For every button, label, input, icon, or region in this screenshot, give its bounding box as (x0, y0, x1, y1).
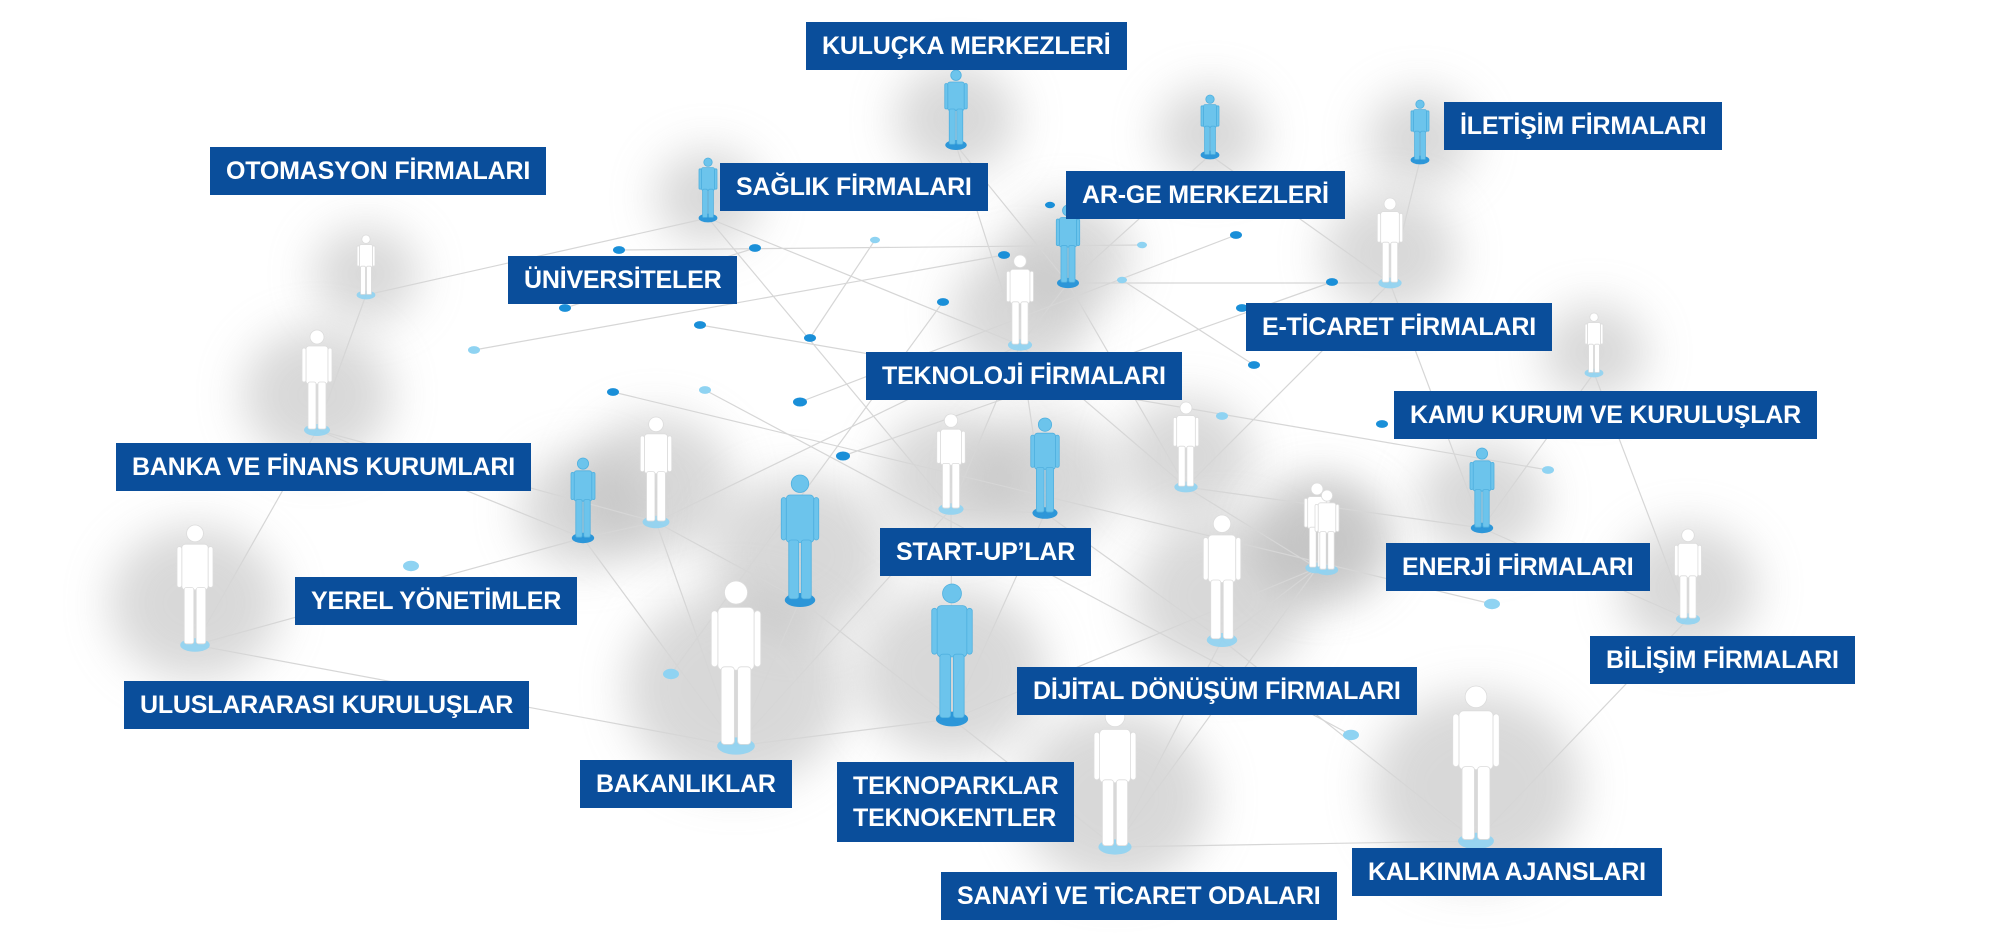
label-text-line-1: TEKNOPARKLAR (853, 772, 1059, 800)
network-node-dot (403, 560, 419, 572)
label-text: KAMU KURUM VE KURULUŞLAR (1410, 401, 1802, 429)
network-node-dot (1343, 729, 1359, 741)
label-text: TEKNOLOJİ FİRMALARI (882, 362, 1166, 390)
label-text: BAKANLIKLAR (596, 770, 776, 798)
label-dijital-donusum: DİJİTAL DÖNÜŞÜM FİRMALARI (1017, 667, 1417, 715)
network-node-dot (804, 334, 816, 342)
person-icon (1172, 401, 1200, 493)
label-text: KALKINMA AJANSLARI (1368, 858, 1646, 886)
network-node-dot (749, 244, 761, 252)
network-node-dot (1216, 412, 1228, 420)
label-eticaret-firmalari: E-TİCARET FİRMALARI (1246, 303, 1552, 351)
label-yerel-yonetimler: YEREL YÖNETİMLER (295, 577, 578, 625)
person-icon (936, 413, 966, 515)
network-node-dot (699, 386, 711, 394)
label-kalkinma-ajanslari: KALKINMA AJANSLARI (1352, 848, 1662, 896)
network-node-dot (998, 251, 1010, 259)
network-node-dot (793, 397, 807, 407)
person-icon (1030, 417, 1060, 519)
person-icon (931, 583, 973, 727)
network-node-dot (1117, 276, 1127, 284)
network-node-dot (937, 298, 949, 306)
label-kulucka-merkezleri: KULUÇKA MERKEZLERİ (806, 22, 1127, 70)
network-node-dot (1248, 361, 1260, 369)
person-icon (1674, 528, 1702, 625)
person-icon (356, 234, 376, 300)
network-node-dot (559, 304, 571, 312)
network-node-dot (468, 346, 480, 354)
label-text: ENERJİ FİRMALARI (1402, 553, 1634, 581)
network-node-dot (1376, 420, 1388, 428)
label-text: BİLİŞİM FİRMALARI (1606, 646, 1839, 674)
label-enerji-firmalari: ENERJİ FİRMALARI (1386, 543, 1650, 591)
person-icon (1200, 94, 1220, 160)
label-universiteler: ÜNİVERSİTELER (508, 256, 738, 304)
person-icon (1314, 489, 1340, 576)
person-icon (698, 157, 718, 223)
person-icon (176, 524, 214, 652)
label-arge-merkezleri: AR-GE MERKEZLERİ (1066, 171, 1345, 219)
person-icon (639, 416, 673, 529)
network-node-dot (694, 321, 706, 329)
label-text: DİJİTAL DÖNÜŞÜM FİRMALARI (1033, 677, 1401, 705)
person-icon (944, 69, 968, 150)
network-node-dot (1542, 466, 1554, 474)
label-text: BANKA VE FİNANS KURUMLARI (132, 453, 515, 481)
label-bakanliklar: BAKANLIKLAR (580, 760, 792, 808)
label-text: AR-GE MERKEZLERİ (1082, 181, 1329, 209)
person-icon (780, 474, 820, 607)
person-icon (1452, 685, 1500, 850)
label-uluslararasi-kuruluslar: ULUSLARARASI KURULUŞLAR (124, 681, 530, 729)
label-bilisim-firmalari: BİLİŞİM FİRMALARI (1590, 636, 1855, 684)
label-text: YEREL YÖNETİMLER (311, 587, 562, 615)
label-text: START-UP’LAR (896, 538, 1076, 566)
network-node-dot (836, 451, 850, 461)
network-node-dot (1045, 201, 1055, 209)
person-icon (1055, 204, 1081, 289)
label-text: OTOMASYON FİRMALARI (226, 157, 531, 185)
person-icon (1093, 706, 1137, 855)
network-node-dot (870, 236, 880, 244)
network-node-dot (1236, 304, 1248, 312)
label-text-line-2: TEKNOKENTLER (853, 804, 1057, 832)
label-text: E-TİCARET FİRMALARI (1262, 313, 1536, 341)
network-nodes (403, 201, 1554, 741)
network-node-dot (613, 246, 625, 254)
label-teknoparklar: TEKNOPARKLAR TEKNOKENTLER (837, 762, 1075, 842)
person-icon (301, 329, 333, 436)
network-node-dot (1137, 241, 1147, 249)
person-icon (1202, 514, 1242, 647)
label-startuplar: START-UP’LAR (880, 528, 1092, 576)
network-node-dot (1230, 231, 1242, 239)
person-icon (1584, 312, 1604, 378)
person-icon (1006, 254, 1034, 351)
label-iletisim-firmalari: İLETİŞİM FİRMALARI (1444, 102, 1723, 150)
label-text: SANAYİ VE TİCARET ODALARI (957, 882, 1321, 910)
person-icon (1376, 197, 1404, 289)
label-text: ULUSLARARASI KURULUŞLAR (140, 691, 514, 719)
label-sanayi-ticaret-odalari: SANAYİ VE TİCARET ODALARI (941, 872, 1337, 920)
label-otomasyon-firmalari: OTOMASYON FİRMALARI (210, 147, 547, 195)
network-node-dot (1326, 278, 1338, 286)
network-node-dot (607, 388, 619, 396)
network-node-dot (663, 668, 679, 680)
person-icon (710, 580, 762, 755)
label-banka-finans: BANKA VE FİNANS KURUMLARI (116, 443, 531, 491)
person-icon (1469, 447, 1495, 534)
person-icon (570, 457, 596, 544)
label-teknoloji-firmalari: TEKNOLOJİ FİRMALARI (866, 352, 1182, 400)
person-icon (1410, 99, 1430, 165)
label-kamu-kurum: KAMU KURUM VE KURULUŞLAR (1394, 391, 1818, 439)
label-text: ÜNİVERSİTELER (524, 266, 722, 294)
label-text: İLETİŞİM FİRMALARI (1460, 112, 1707, 140)
person-figures (176, 69, 1702, 855)
network-node-dot (1484, 598, 1500, 610)
label-text: KULUÇKA MERKEZLERİ (822, 32, 1111, 60)
label-text: SAĞLIK FİRMALARI (736, 173, 972, 201)
label-saglik-firmalari: SAĞLIK FİRMALARI (720, 163, 988, 211)
